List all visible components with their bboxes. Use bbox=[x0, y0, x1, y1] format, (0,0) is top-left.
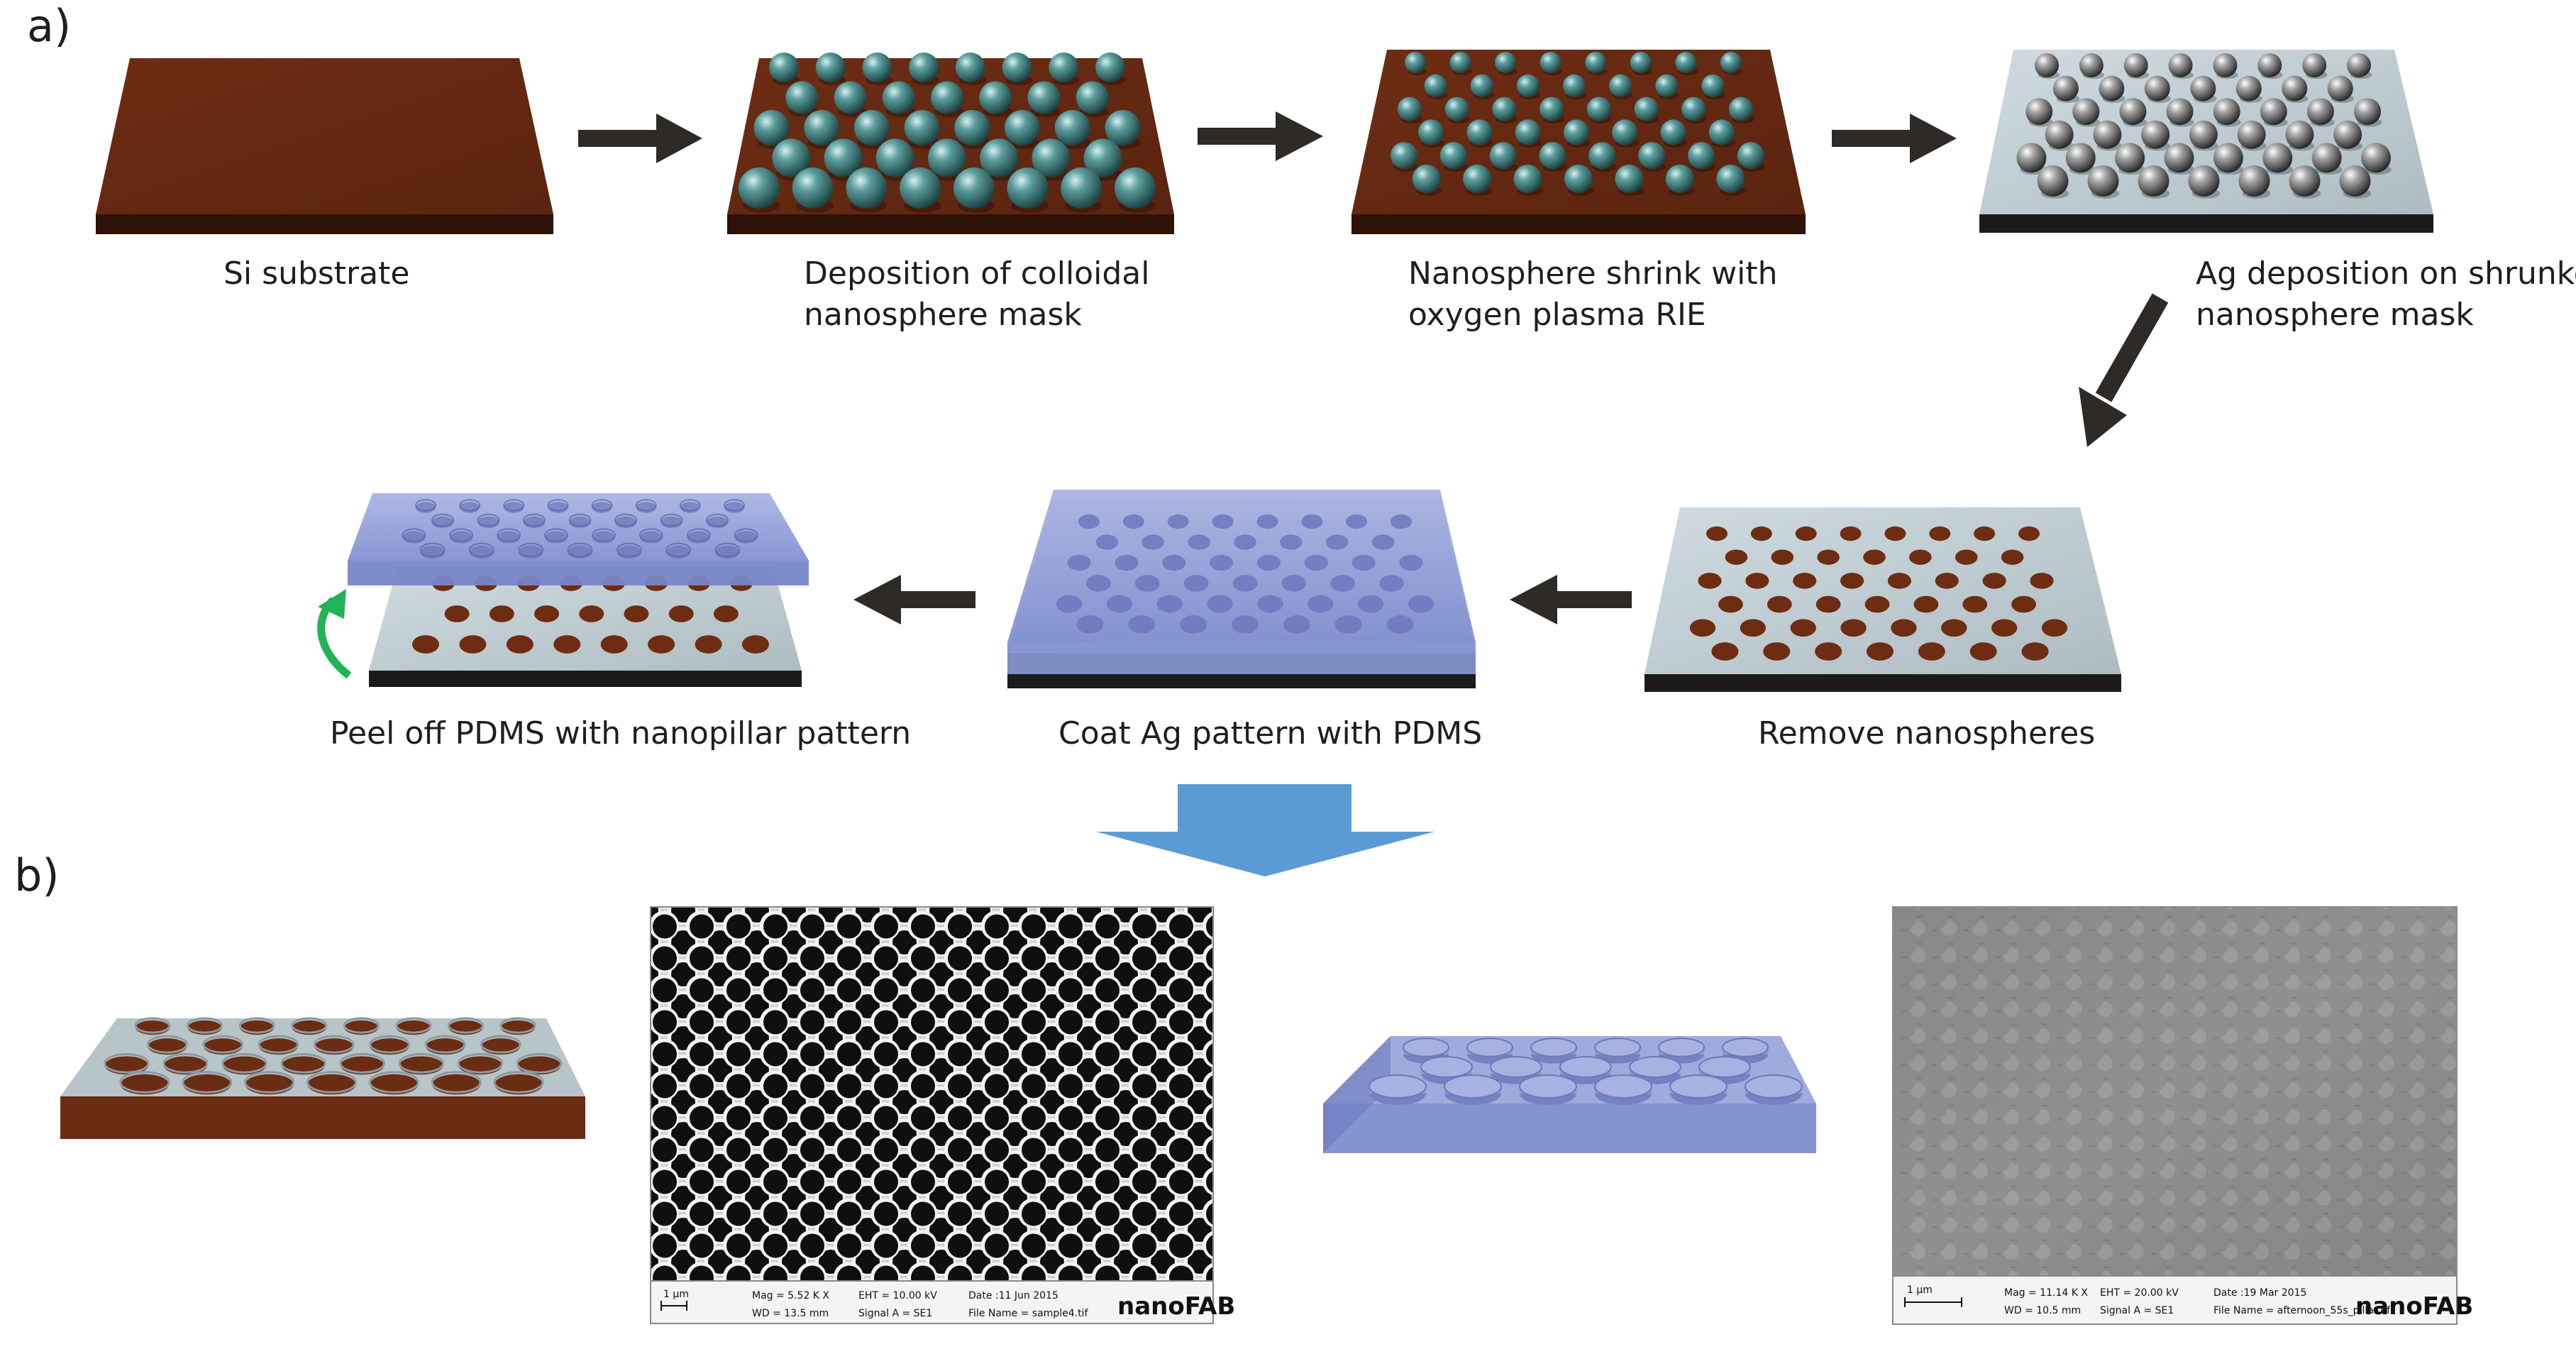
caption-peel: Peel off PDMS with nanopillar pattern bbox=[330, 715, 911, 752]
sem-right-signal: Signal A = SE1 bbox=[2100, 1305, 2174, 1316]
svg-text:nanosphere mask: nanosphere mask bbox=[804, 297, 1082, 333]
big-down-arrow bbox=[1096, 784, 1435, 876]
svg-text:Si substrate: Si substrate bbox=[223, 255, 409, 292]
arrow-1 bbox=[578, 114, 702, 163]
panel-label-a: a) bbox=[27, 0, 71, 52]
arrow-3 bbox=[1832, 114, 1957, 163]
caption-ag-deposition: Ag deposition on shrunken nanosphere mas… bbox=[2196, 255, 2576, 333]
sem-image-right: 1 μm Mag = 11.14 K X WD = 10.5 mm EHT = … bbox=[1893, 907, 2473, 1324]
caption-shrink: Nanosphere shrink with oxygen plasma RIE bbox=[1408, 255, 1778, 333]
arrow-diagonal bbox=[2079, 295, 2160, 447]
step-remove bbox=[1644, 507, 2121, 692]
sem-right-eht: EHT = 20.00 kV bbox=[2100, 1287, 2179, 1299]
svg-text:1 μm: 1 μm bbox=[1907, 1284, 1933, 1296]
svg-text:Coat Ag pattern with PDMS: Coat Ag pattern with PDMS bbox=[1058, 715, 1482, 752]
caption-remove: Remove nanospheres bbox=[1758, 715, 2095, 752]
svg-text:oxygen plasma RIE: oxygen plasma RIE bbox=[1408, 297, 1706, 333]
sem-left-file: File Name = sample4.tif bbox=[968, 1308, 1088, 1319]
caption-si-substrate: Si substrate bbox=[223, 255, 409, 292]
sem-right-date: Date :19 Mar 2015 bbox=[2213, 1287, 2306, 1299]
svg-text:Peel off PDMS with nanopillar: Peel off PDMS with nanopillar pattern bbox=[330, 715, 911, 752]
svg-text:Ag deposition on shrunken: Ag deposition on shrunken bbox=[2196, 255, 2576, 292]
caption-deposition: Deposition of colloidal nanosphere mask bbox=[804, 255, 1149, 333]
model-ag-holes bbox=[60, 1018, 585, 1139]
sem-left-logo: nanoFAB bbox=[1117, 1292, 1235, 1321]
sem-left-eht: EHT = 10.00 kV bbox=[858, 1290, 937, 1301]
sem-image-left: 1 μm Mag = 5.52 K X WD = 13.5 mm EHT = 1… bbox=[651, 907, 1235, 1323]
sem-right-logo: nanoFAB bbox=[2355, 1292, 2473, 1321]
arrow-4 bbox=[1510, 575, 1632, 624]
caption-coat: Coat Ag pattern with PDMS bbox=[1058, 715, 1482, 752]
step-si-substrate bbox=[96, 58, 553, 234]
sem-left-date: Date :11 Jun 2015 bbox=[968, 1290, 1058, 1301]
sem-left-mag: Mag = 5.52 K X bbox=[752, 1290, 829, 1301]
panel-label-b: b) bbox=[14, 849, 60, 901]
svg-text:Remove nanospheres: Remove nanospheres bbox=[1758, 715, 2095, 752]
step-deposition bbox=[727, 53, 1174, 234]
step-shrink bbox=[1351, 50, 1806, 234]
sem-right-mag: Mag = 11.14 K X bbox=[2004, 1287, 2088, 1299]
svg-text:1 μm: 1 μm bbox=[663, 1289, 689, 1300]
sem-right-wd: WD = 10.5 mm bbox=[2004, 1305, 2081, 1316]
sem-left-wd: WD = 13.5 mm bbox=[752, 1308, 829, 1319]
svg-text:Deposition of colloidal: Deposition of colloidal bbox=[804, 255, 1149, 292]
step-peel bbox=[318, 493, 809, 687]
arrow-2 bbox=[1198, 111, 1323, 161]
model-pdms-pillars bbox=[1323, 1036, 1816, 1153]
step-coat bbox=[1007, 490, 1476, 688]
arrow-5 bbox=[853, 575, 975, 624]
sem-left-signal: Signal A = SE1 bbox=[858, 1308, 932, 1319]
svg-text:nanosphere mask: nanosphere mask bbox=[2196, 297, 2474, 333]
step-ag-deposition bbox=[1979, 50, 2433, 233]
svg-text:Nanosphere shrink with: Nanosphere shrink with bbox=[1408, 255, 1778, 292]
